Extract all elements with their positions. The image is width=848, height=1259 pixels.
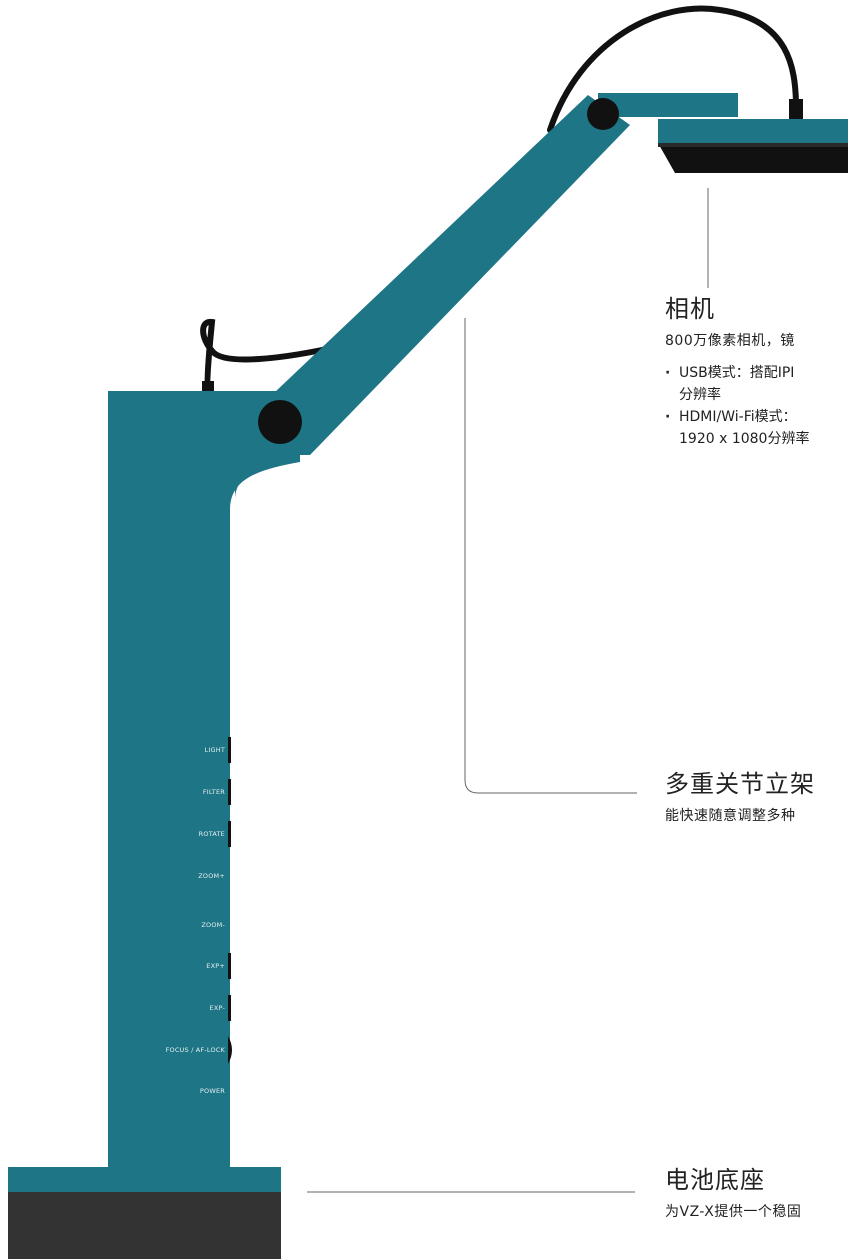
- camera-cable: [547, 5, 799, 133]
- stand-title: 多重关节立架: [665, 770, 815, 798]
- base-feature: 电池底座 为VZ-X提供一个稳固: [665, 1160, 801, 1221]
- zoom-out-button-label: ZOOM-: [201, 921, 225, 929]
- power-button-label: POWER: [199, 1087, 225, 1095]
- base-description: 为VZ-X提供一个稳固: [665, 1204, 802, 1220]
- rotate-button-label: ROTATE: [198, 830, 225, 838]
- lower-joint: [258, 400, 302, 444]
- articulated-arm: [235, 95, 630, 455]
- light-button-label: LIGHT: [204, 746, 225, 754]
- arm-tip: [598, 93, 738, 117]
- filter-button-label: FILTER: [202, 788, 225, 796]
- camera-feature: 相机 800万像素相机，镜 USB模式：搭配IPI 分辨率 HDMI/Wi-Fi…: [665, 289, 809, 450]
- camera-title: 相机: [665, 295, 715, 323]
- base-bottom: [8, 1192, 281, 1259]
- base-title: 电池底座: [665, 1166, 765, 1194]
- camera-connector: [789, 99, 803, 119]
- stand-leader: [464, 318, 637, 794]
- stand-body: [108, 391, 300, 1168]
- side-button-strips: [228, 737, 232, 1064]
- camera-bullets: USB模式：搭配IPI 分辨率 HDMI/Wi-Fi模式： 1920 x 108…: [665, 362, 809, 450]
- camera-description: 800万像素相机，镜: [665, 333, 795, 349]
- exp-minus-button-label: EXP-: [209, 1004, 225, 1012]
- camera-bullet-hdmi: HDMI/Wi-Fi模式： 1920 x 1080分辨率: [665, 406, 809, 450]
- base-top: [8, 1167, 281, 1193]
- base-cable: [200, 318, 348, 395]
- exp-plus-button-label: EXP+: [206, 962, 225, 970]
- stand-feature: 多重关节立架 能快速随意调整多种: [665, 764, 815, 825]
- camera-bullet-usb: USB模式：搭配IPI 分辨率: [665, 362, 809, 406]
- focus-button-label: FOCUS / AF-LOCK: [165, 1046, 225, 1054]
- zoom-in-button-label: ZOOM+: [198, 872, 225, 880]
- upper-joint: [587, 98, 619, 130]
- camera-head-top: [658, 119, 848, 143]
- camera-head-bottom: [658, 143, 848, 173]
- stand-description: 能快速随意调整多种: [665, 808, 796, 824]
